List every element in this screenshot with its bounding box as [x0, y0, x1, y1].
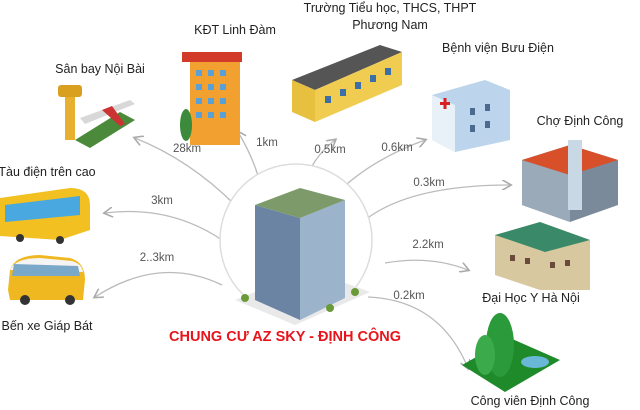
- market-icon: [522, 140, 618, 222]
- distance-2-2km: 2.2km: [412, 239, 444, 251]
- distance-28km: 28km: [172, 143, 202, 155]
- label-ben-xe-giap-bat: Bến xe Giáp Bát: [1, 319, 93, 333]
- distance-0-6km: 0.6km: [381, 142, 413, 154]
- school-icon: [292, 45, 402, 122]
- project-title: CHUNG CƯ AZ SKY - ĐỊNH CÔNG: [169, 329, 401, 345]
- label-san-bay-noi-bai: Sân bay Nội Bài: [55, 62, 145, 76]
- distance-0-3km: 0.3km: [413, 177, 445, 189]
- label-dai-hoc-y-ha-noi: Đại Học Y Hà Nội: [482, 291, 580, 305]
- distance-0-5km: 0.5km: [314, 144, 346, 156]
- bus-icon: [8, 255, 85, 305]
- train-icon: [0, 188, 90, 244]
- hospital-icon: [432, 80, 510, 152]
- distance-0-2km: 0.2km: [393, 290, 425, 302]
- az-sky-building-icon: [235, 188, 370, 325]
- label-cho-dinh-cong: Chợ Định Công: [536, 114, 624, 128]
- label-cong-vien-dinh-cong: Công viên Định Công: [470, 394, 590, 408]
- airport-icon: [58, 85, 135, 148]
- label-tau-dien-tren-cao: Tàu điện trên cao: [0, 165, 96, 179]
- park-icon: [462, 313, 560, 392]
- distance-3km: 3km: [151, 195, 173, 207]
- label-benh-vien-buu-dien: Bệnh viện Bưu Điện: [442, 41, 554, 55]
- label-truong-line2: Phương Nam: [352, 18, 428, 32]
- distance-2-3km: 2..3km: [139, 252, 175, 264]
- label-kdt-linh-dam: KĐT Linh Đàm: [194, 23, 276, 37]
- distance-1km: 1km: [256, 137, 278, 149]
- university-icon: [495, 222, 590, 290]
- apartment-building-icon: [180, 52, 242, 145]
- label-truong-line1: Trường Tiểu học, THCS, THPT: [303, 1, 477, 15]
